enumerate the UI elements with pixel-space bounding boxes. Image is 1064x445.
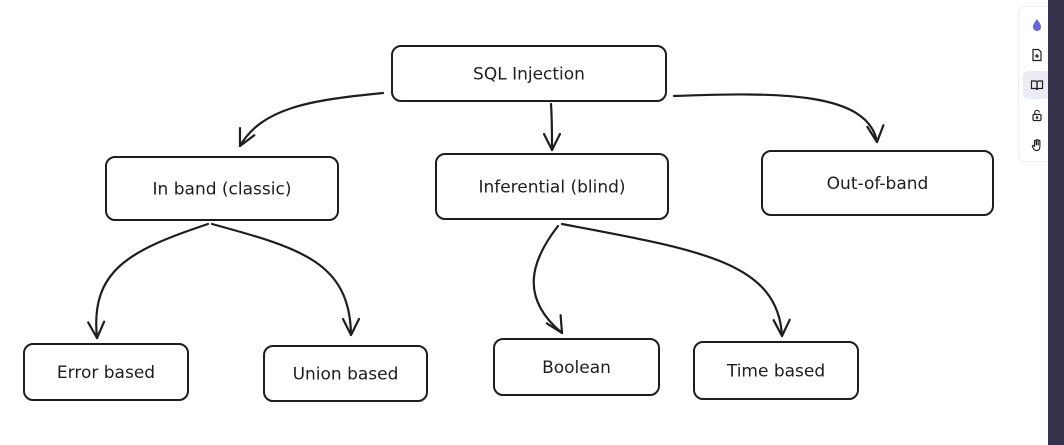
node-inferential[interactable]: Inferential (blind) — [435, 153, 669, 220]
edge-line — [210, 222, 353, 337]
node-sql-injection[interactable]: SQL Injection — [391, 45, 667, 102]
edge-line — [560, 222, 784, 338]
edge-sql-injection-to-in-band[interactable] — [238, 91, 385, 148]
node-in-band[interactable]: In band (classic) — [105, 156, 339, 221]
scrollbar[interactable] — [1048, 0, 1064, 445]
edge-line — [238, 91, 385, 148]
node-box — [493, 338, 660, 396]
node-label: SQL Injection — [473, 65, 585, 85]
node-time-based[interactable]: Time based — [693, 341, 859, 400]
edge-sql-injection-to-out-of-band[interactable] — [672, 93, 885, 144]
node-box — [761, 150, 994, 216]
node-label: Union based — [293, 365, 399, 385]
edge-line — [532, 224, 564, 335]
edge-inferential-to-time-based[interactable] — [560, 222, 791, 338]
node-label: Time based — [726, 362, 825, 382]
arrowhead — [87, 320, 106, 340]
unlock-icon[interactable] — [1023, 101, 1051, 129]
edge-line — [672, 93, 879, 144]
edge-sql-injection-to-inferential[interactable] — [542, 102, 562, 152]
hand-icon[interactable] — [1023, 131, 1051, 159]
node-out-of-band[interactable]: Out-of-band — [761, 150, 994, 216]
edge-in-band-to-union-based[interactable] — [210, 222, 361, 337]
edge-line — [95, 222, 210, 340]
node-label: Boolean — [542, 358, 611, 378]
node-union-based[interactable]: Union based — [263, 345, 428, 402]
nodes-layer: SQL Injection In band (classic) Inferentia… — [23, 45, 994, 402]
edge-inferential-to-boolean[interactable] — [532, 224, 564, 335]
node-label: Out-of-band — [827, 174, 929, 194]
node-box — [693, 341, 859, 400]
node-box — [435, 153, 669, 220]
node-error-based[interactable]: Error based — [23, 343, 189, 401]
node-label: Inferential (blind) — [478, 178, 625, 198]
arrowhead — [772, 318, 791, 338]
arrowhead — [542, 132, 562, 152]
node-label: In band (classic) — [153, 180, 292, 200]
node-box — [263, 345, 428, 402]
arrowhead — [545, 314, 564, 335]
node-boolean[interactable]: Boolean — [493, 338, 660, 396]
node-box — [23, 343, 189, 401]
file-plus-icon[interactable] — [1023, 41, 1051, 69]
node-label: Error based — [57, 363, 155, 383]
arrowhead — [866, 124, 885, 144]
arrowhead — [341, 317, 361, 337]
edge-in-band-to-error-based[interactable] — [87, 222, 210, 340]
node-box — [391, 45, 667, 102]
brand-drop-icon[interactable] — [1023, 11, 1051, 39]
edge-line — [549, 102, 554, 152]
book-open-icon[interactable] — [1023, 71, 1051, 99]
edges-layer — [87, 91, 885, 340]
arrowhead — [238, 127, 256, 148]
node-box — [105, 156, 339, 221]
